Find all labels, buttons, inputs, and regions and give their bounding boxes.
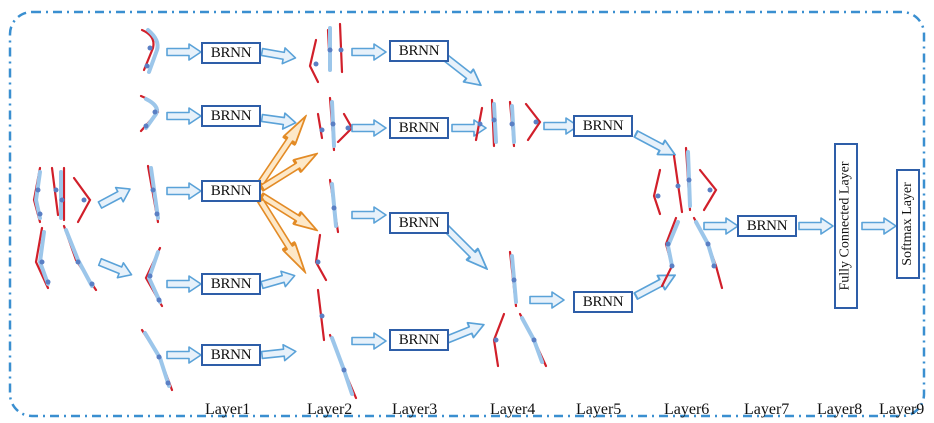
brnn-box-l3-1: BRNN	[389, 40, 449, 62]
layer-label-9: Layer9	[879, 401, 925, 418]
brnn-box-l5-1: BRNN	[573, 115, 633, 137]
brnn-box-l1-1: BRNN	[201, 42, 261, 64]
brnn-box-l3-3: BRNN	[389, 212, 449, 234]
outer-frame	[8, 10, 926, 418]
brnn-box-l1-2: BRNN	[201, 105, 261, 127]
skeleton-group-l4-upper	[474, 98, 542, 148]
brnn-box-l5-2: BRNN	[573, 291, 633, 313]
brnn-box-l7: BRNN	[737, 215, 797, 237]
layer-label-1: Layer1	[205, 401, 251, 418]
layer-label-4: Layer4	[490, 401, 536, 418]
layer-label-6: Layer6	[664, 401, 710, 418]
full-body-skeleton-input	[32, 166, 98, 292]
layer-label-8: Layer8	[817, 401, 863, 418]
brnn-box-l3-2: BRNN	[389, 117, 449, 139]
layer-label-3: Layer3	[392, 401, 438, 418]
fully-connected-label: Fully Connected Layer	[838, 161, 854, 291]
skeleton-group-l4-lower	[492, 250, 548, 368]
softmax-layer-box: Softmax Layer	[896, 169, 920, 279]
skeleton-group-l2-top	[308, 22, 344, 84]
brnn-box-l1-4: BRNN	[201, 273, 261, 295]
layer-label-7: Layer7	[744, 401, 790, 418]
softmax-label: Softmax Layer	[900, 182, 915, 266]
skeleton-part-left-arm-l1	[140, 28, 160, 74]
layer-label-5: Layer5	[576, 401, 622, 418]
layer-label-2: Layer2	[307, 401, 353, 418]
brnn-box-l1-3: BRNN	[201, 180, 261, 202]
fully-connected-layer-box: Fully Connected Layer	[834, 143, 858, 309]
brnn-box-l1-5: BRNN	[201, 344, 261, 366]
brnn-box-l3-4: BRNN	[389, 329, 449, 351]
